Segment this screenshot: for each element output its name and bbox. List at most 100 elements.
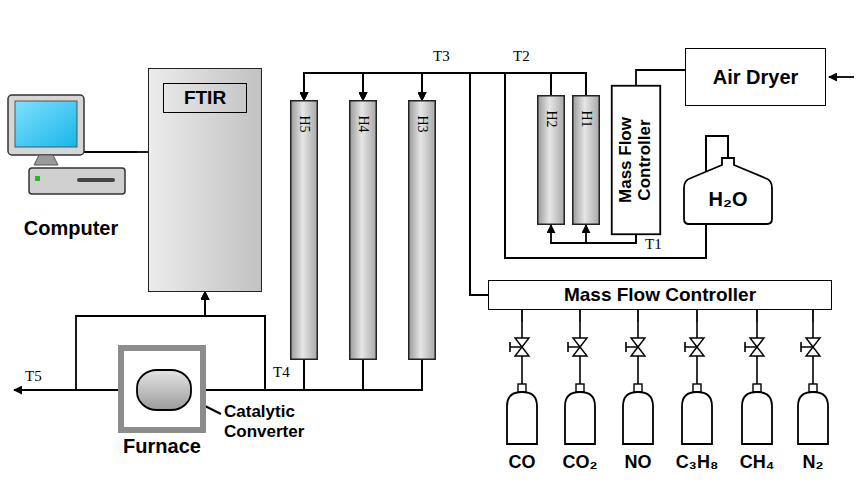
node-label: Catalytic Converter	[224, 402, 344, 441]
column-heater: H3	[408, 100, 436, 360]
gas-cylinder: N₂	[785, 322, 841, 480]
inlet-arrow	[829, 76, 854, 78]
gas-cylinder: CH₄	[729, 322, 785, 480]
tap-point-label: T3	[432, 48, 451, 65]
column-label: H5	[296, 115, 312, 132]
node-label: CO₂	[563, 452, 598, 473]
cable	[84, 151, 137, 153]
flow-line	[696, 310, 698, 322]
cylinder-body	[623, 392, 653, 444]
flow-line	[205, 292, 304, 390]
flow-line	[422, 73, 728, 258]
column-heater: H2	[537, 95, 565, 225]
flow-line	[636, 70, 685, 85]
node-label: Mass Flow Controller	[564, 284, 756, 306]
valve-handle	[685, 342, 697, 352]
column-label: H4	[355, 115, 371, 132]
column-label: H1	[578, 110, 594, 127]
cylinder-body	[742, 392, 772, 444]
column-heater: H5	[290, 100, 318, 360]
controller-outline	[612, 86, 661, 235]
column-heater: H4	[349, 100, 377, 360]
flow-line	[579, 310, 581, 322]
flow-line	[304, 73, 488, 295]
valve-handle	[510, 342, 522, 352]
cylinder-body	[507, 392, 537, 444]
column-outline	[538, 96, 565, 225]
node-label: C₃H₈	[676, 452, 719, 473]
cylinder-body	[798, 392, 828, 444]
node-label: Mass Flow Controller	[617, 100, 654, 220]
cylinder-neck	[809, 384, 817, 392]
node-label: Computer	[5, 217, 137, 240]
flow-controller: Mass Flow Controller	[611, 85, 661, 235]
column-heater: H1	[572, 95, 600, 225]
exhaust-arrow	[14, 389, 76, 391]
valve-handle	[626, 342, 638, 352]
flow-line	[637, 310, 639, 322]
shape-art	[349, 100, 377, 360]
monitor-stand	[34, 155, 58, 165]
flow-line	[422, 73, 551, 100]
flow-line	[812, 310, 814, 322]
ftir-analyzer: FTIR	[148, 68, 262, 292]
column-outline	[409, 101, 436, 360]
cylinder-neck	[693, 384, 701, 392]
shape-art	[408, 100, 436, 360]
tap-point-label: T2	[512, 48, 531, 65]
flow-line	[304, 73, 551, 100]
converter-outline	[137, 370, 191, 410]
valve-handle	[745, 342, 757, 352]
column-outline	[291, 101, 318, 360]
node-label: H₂O	[683, 188, 773, 211]
cylinder-neck	[753, 384, 761, 392]
column-label: H3	[414, 115, 430, 132]
cylinder-body	[682, 392, 712, 444]
tap-point-label: T1	[644, 236, 663, 253]
tap-point-label: T4	[272, 364, 291, 381]
shape-art	[136, 369, 192, 411]
node-label: Furnace	[123, 435, 201, 458]
gas-cylinder: NO	[610, 322, 666, 480]
water-bottle: H₂O	[683, 158, 773, 225]
flow-line	[192, 360, 422, 390]
monitor-frame	[8, 95, 84, 155]
gas-cylinder: C₃H₈	[669, 322, 725, 480]
furnace: Catalytic ConverterFurnace	[118, 345, 206, 433]
node-label: NO	[625, 452, 652, 473]
flow-line	[521, 310, 523, 322]
cylinder-body	[565, 392, 595, 444]
valve-handle	[801, 342, 813, 352]
catalytic-converter: Catalytic Converter	[136, 369, 192, 411]
flow-controller: Mass Flow Controller	[488, 280, 832, 310]
shape-art	[290, 100, 318, 360]
node-label: Air Dryer	[713, 66, 799, 89]
flow-line	[205, 292, 363, 390]
pc-case	[29, 168, 125, 194]
node-label: N₂	[803, 452, 824, 473]
column-label: H2	[543, 110, 559, 127]
flow-line	[363, 73, 551, 100]
cylinder-neck	[576, 384, 584, 392]
bottle-outline	[684, 158, 772, 224]
drive-slot	[77, 178, 115, 182]
valve-handle	[568, 342, 580, 352]
cylinder-neck	[634, 384, 642, 392]
tap-point-label: T5	[24, 368, 43, 385]
monitor-screen	[15, 101, 77, 147]
node-label: CO	[509, 452, 536, 473]
flow-line	[192, 360, 304, 390]
node-label: CH₄	[740, 452, 775, 473]
gas-cylinder: CO	[494, 322, 550, 480]
flow-line	[756, 310, 758, 322]
column-outline	[350, 101, 377, 360]
flow-line	[137, 151, 148, 153]
power-led	[35, 176, 40, 181]
cylinder-neck	[518, 384, 526, 392]
column-outline	[573, 96, 600, 225]
gas-cylinder: CO₂	[552, 322, 608, 480]
flow-line	[192, 360, 363, 390]
computer-icon: Computer	[5, 92, 137, 242]
air-dryer: Air Dryer	[685, 48, 826, 106]
node-label: FTIR	[163, 83, 247, 113]
